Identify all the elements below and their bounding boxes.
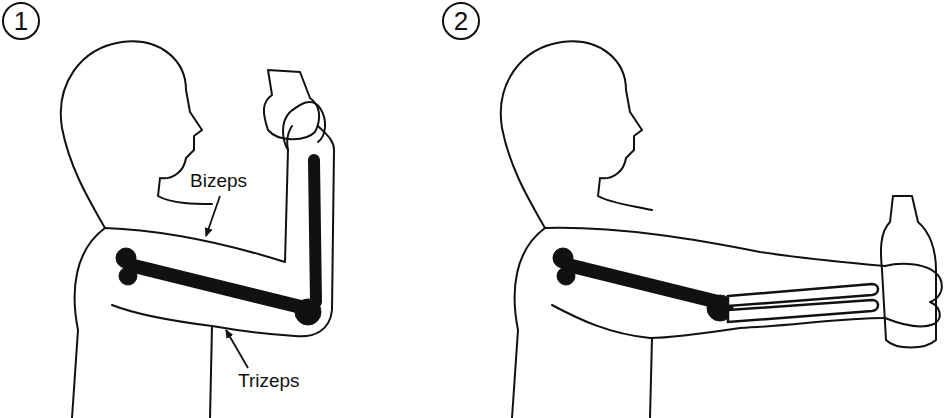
callout-circle: 1 [2, 2, 40, 40]
leader-arrow [226, 330, 248, 368]
bone-knob [553, 248, 573, 268]
leader-arrow [206, 196, 220, 236]
person-outline [501, 41, 652, 418]
bottle [264, 70, 319, 139]
torso-front [650, 338, 652, 418]
arm-outline [105, 126, 334, 336]
ulna-bone [728, 300, 878, 322]
hand [283, 102, 325, 150]
arm-outline [545, 228, 885, 338]
bone-knob [119, 267, 137, 285]
torso-front [210, 326, 212, 418]
part-label: Trizeps [238, 370, 300, 392]
forearm-bone [314, 160, 316, 302]
callout-circle: 2 [442, 2, 480, 40]
callout-number: 2 [454, 8, 468, 34]
humerus-bone [568, 265, 718, 302]
bone-knob [557, 267, 575, 285]
bone-knob [116, 248, 136, 268]
humerus-bone [130, 265, 305, 308]
hand [885, 264, 942, 327]
callout-number: 1 [14, 8, 28, 34]
part-label: Bizeps [190, 170, 247, 192]
